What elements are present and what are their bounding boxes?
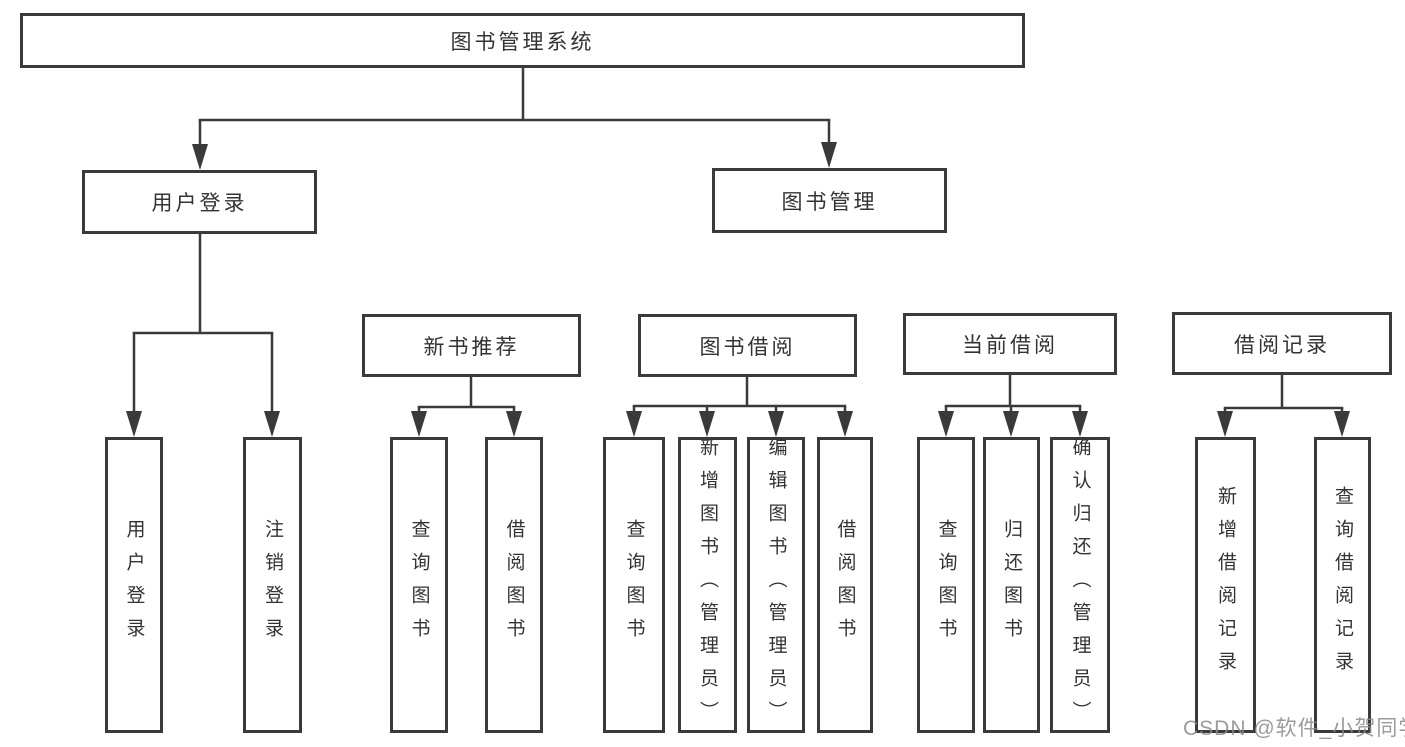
node-leaf-borrow-books-borrowing: 借阅图书 bbox=[817, 437, 873, 733]
node-leaf-add-books-admin: 新增图书（管理员） bbox=[678, 436, 737, 734]
node-book-management: 图书管理 bbox=[712, 168, 947, 233]
node-book-management-label: 图书管理 bbox=[781, 190, 878, 214]
node-borrowing-records-label: 借阅记录 bbox=[1234, 333, 1330, 357]
node-current-borrowing: 当前借阅 bbox=[903, 313, 1117, 375]
node-root-label: 图书管理系统 bbox=[450, 30, 595, 54]
node-leaf-edit-books-admin-label: 编辑图书（管理员） bbox=[765, 436, 787, 734]
node-leaf-user-login: 用户登录 bbox=[105, 437, 163, 733]
node-leaf-query-borrow-record: 查询借阅记录 bbox=[1314, 437, 1371, 733]
watermark-text: CSDN @软件_小贺同学 bbox=[1183, 717, 1405, 740]
node-leaf-add-books-admin-label: 新增图书（管理员） bbox=[697, 436, 718, 734]
node-leaf-logout-login: 注销登录 bbox=[243, 437, 302, 733]
node-book-borrowing: 图书借阅 bbox=[638, 314, 857, 377]
node-current-borrowing-label: 当前借阅 bbox=[962, 334, 1058, 357]
node-leaf-borrow-books-borrowing-label: 借阅图书 bbox=[834, 519, 856, 651]
node-leaf-confirm-return-admin: 确认归还（管理员） bbox=[1050, 436, 1110, 734]
node-leaf-query-books-recommend-label: 查询图书 bbox=[408, 519, 430, 651]
node-new-book-recommend: 新书推荐 bbox=[362, 314, 581, 377]
node-leaf-query-books-recommend: 查询图书 bbox=[390, 437, 448, 733]
node-leaf-confirm-return-admin-label: 确认归还（管理员） bbox=[1069, 436, 1091, 734]
node-leaf-return-books: 归还图书 bbox=[983, 437, 1040, 733]
node-new-book-recommend-label: 新书推荐 bbox=[423, 335, 520, 359]
node-root: 图书管理系统 bbox=[20, 13, 1025, 68]
node-leaf-query-books-current: 查询图书 bbox=[917, 437, 975, 733]
node-leaf-query-borrow-record-label: 查询借阅记录 bbox=[1332, 486, 1353, 684]
node-leaf-user-login-label: 用户登录 bbox=[123, 519, 145, 651]
arrowheads bbox=[126, 142, 1350, 437]
node-book-borrowing-label: 图书借阅 bbox=[699, 335, 796, 359]
node-borrowing-records: 借阅记录 bbox=[1172, 312, 1392, 375]
node-user-login-label: 用户登录 bbox=[151, 192, 248, 215]
node-leaf-add-borrow-record: 新增借阅记录 bbox=[1195, 437, 1256, 733]
node-leaf-borrow-books-recommend: 借阅图书 bbox=[485, 437, 543, 733]
node-leaf-logout-login-label: 注销登录 bbox=[262, 519, 283, 651]
node-leaf-query-books-current-label: 查询图书 bbox=[935, 519, 957, 651]
node-leaf-edit-books-admin: 编辑图书（管理员） bbox=[747, 436, 805, 734]
node-leaf-borrow-books-recommend-label: 借阅图书 bbox=[503, 519, 525, 651]
node-leaf-query-books-borrowing: 查询图书 bbox=[603, 437, 665, 733]
node-user-login: 用户登录 bbox=[82, 170, 317, 234]
node-leaf-query-books-borrowing-label: 查询图书 bbox=[623, 519, 645, 651]
node-leaf-return-books-label: 归还图书 bbox=[1001, 519, 1022, 651]
node-leaf-add-borrow-record-label: 新增借阅记录 bbox=[1215, 486, 1236, 684]
